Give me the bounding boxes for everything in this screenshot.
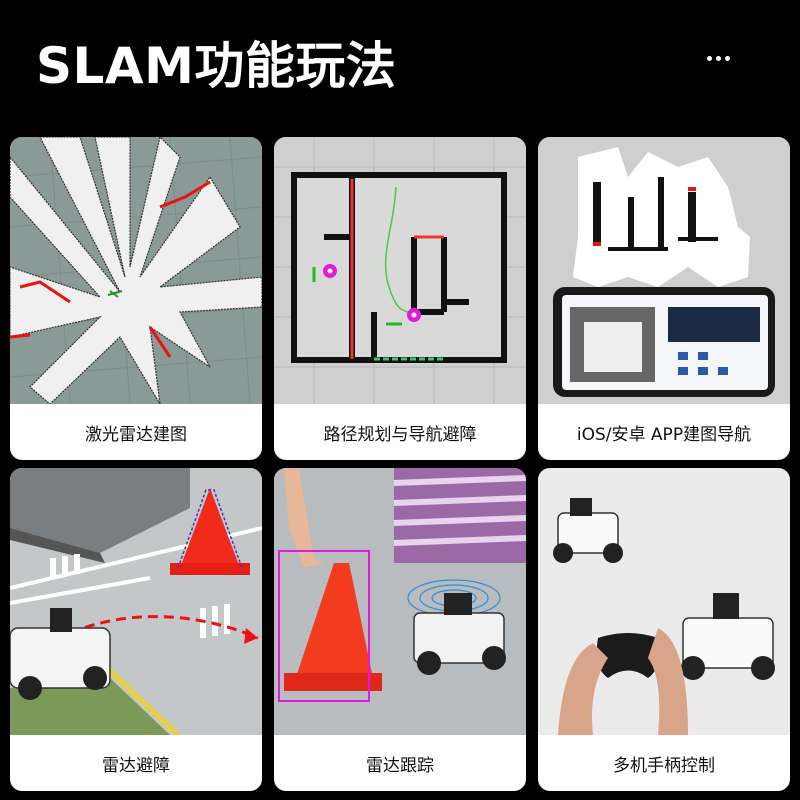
- card-label: 雷达避障: [102, 755, 170, 776]
- obstacle-avoidance-image: [10, 468, 262, 735]
- card-label: 雷达跟踪: [366, 755, 434, 776]
- card-gamepad-control[interactable]: 多机手柄控制: [538, 468, 790, 791]
- radar-tracking-image: [274, 468, 526, 735]
- card-obstacle-avoidance[interactable]: 雷达避障: [10, 468, 262, 791]
- card-label: 路径规划与导航避障: [323, 424, 477, 445]
- card-label: iOS/安卓 APP建图导航: [576, 424, 752, 445]
- path-planning-image: [274, 137, 526, 404]
- gamepad-control-image: [538, 468, 790, 735]
- card-path-planning[interactable]: 路径规划与导航避障: [274, 137, 526, 460]
- card-radar-tracking[interactable]: 雷达跟踪: [274, 468, 526, 791]
- page-title: SLAM功能玩法: [36, 37, 397, 95]
- card-app-navigation[interactable]: iOS/安卓 APP建图导航: [538, 137, 790, 460]
- card-label: 激光雷达建图: [85, 424, 187, 445]
- app-navigation-image: [538, 137, 790, 404]
- card-label: 多机手柄控制: [613, 755, 715, 776]
- lidar-mapping-image: [10, 137, 262, 404]
- more-options-icon[interactable]: [707, 56, 730, 61]
- card-lidar-mapping[interactable]: 激光雷达建图: [10, 137, 262, 460]
